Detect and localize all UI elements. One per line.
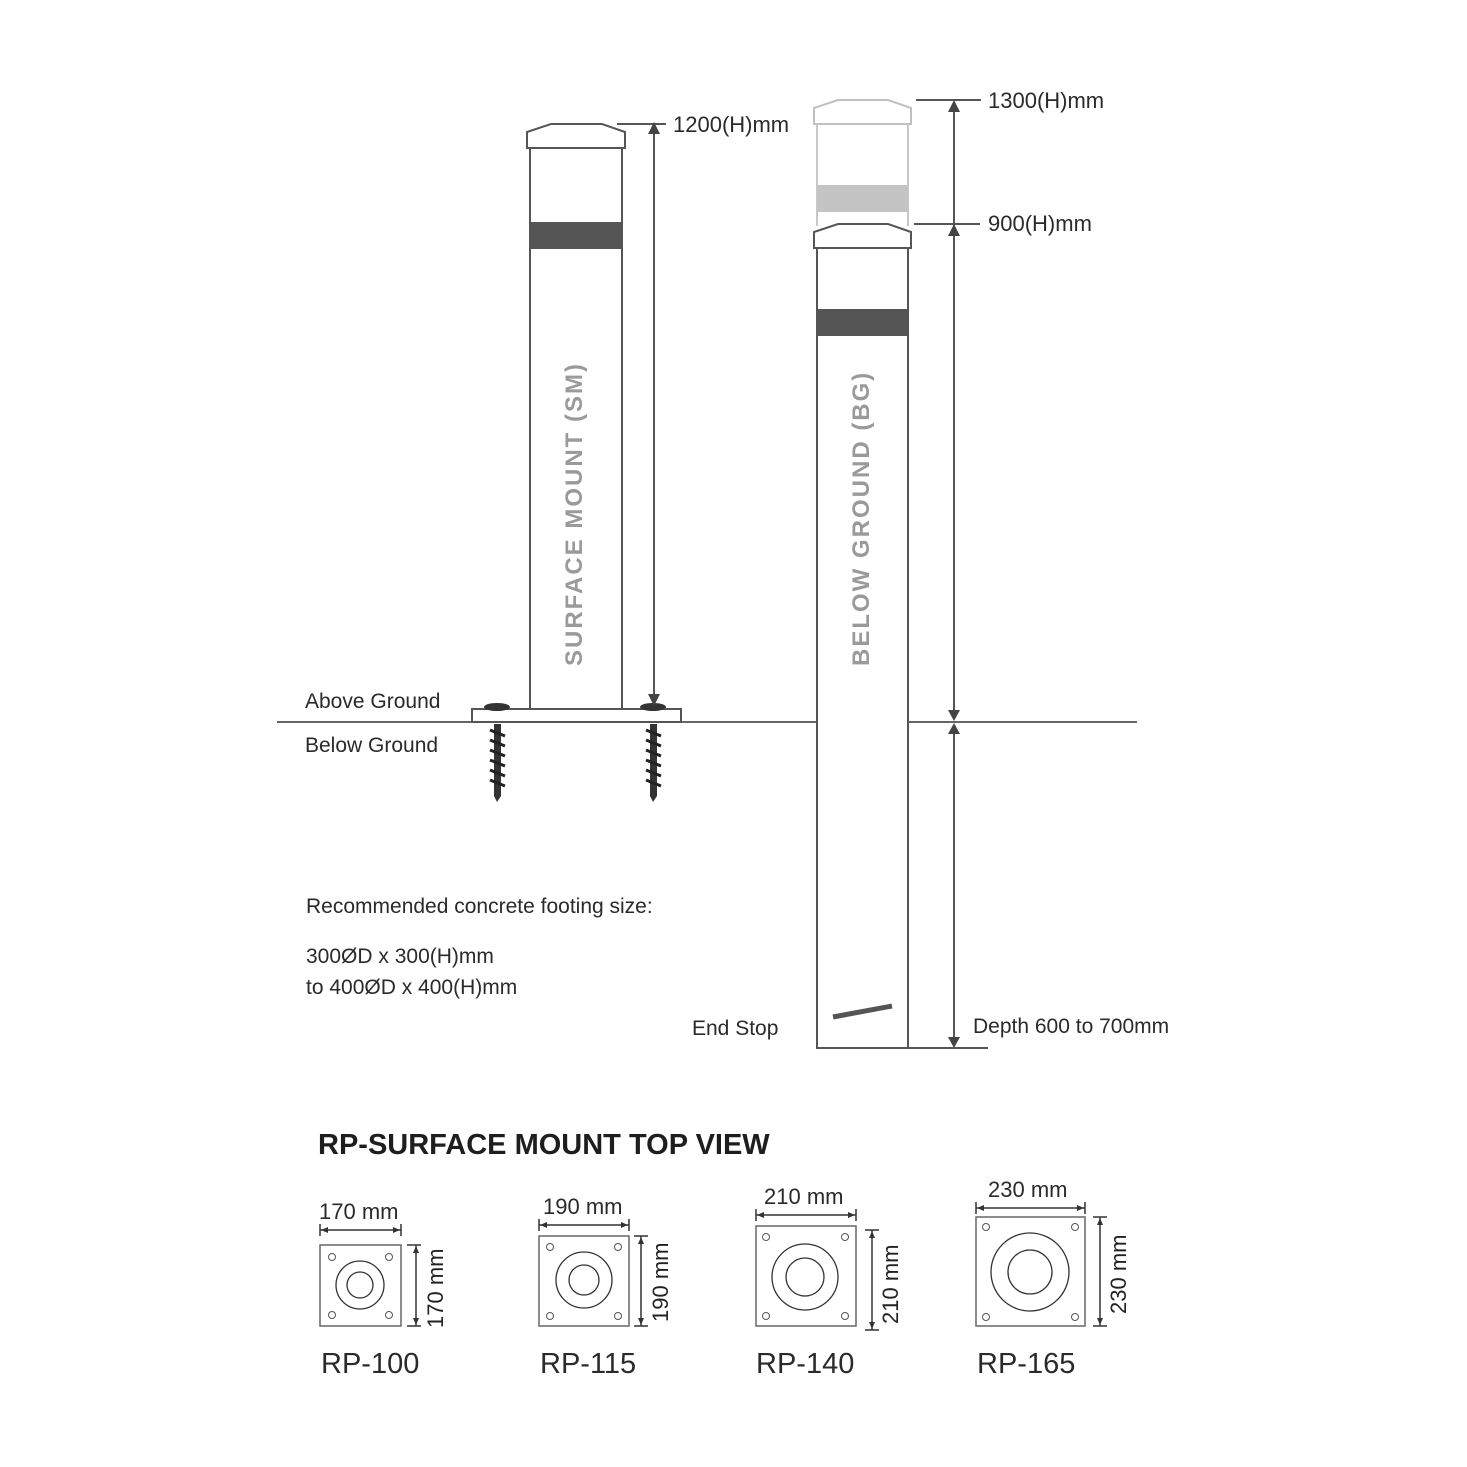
arrow-down-icon bbox=[648, 694, 660, 706]
top-view-title: RP-SURFACE MOUNT TOP VIEW bbox=[318, 1129, 770, 1161]
screw-anchor-icon bbox=[489, 724, 506, 802]
footing-line-2: to 400ØD x 400(H)mm bbox=[306, 976, 518, 999]
surface-mount-post bbox=[471, 122, 682, 802]
bg-height-short-label: 900(H)mm bbox=[988, 211, 1092, 236]
plate-model-label: RP-140 bbox=[756, 1348, 855, 1380]
plate-width-label: 210 mm bbox=[764, 1184, 844, 1209]
screw-anchor-icon bbox=[645, 724, 662, 802]
plate-rp-165 bbox=[975, 1202, 1107, 1327]
bolt-head-icon bbox=[484, 703, 510, 711]
sm-post-cap bbox=[526, 123, 626, 149]
plate-model-label: RP-100 bbox=[321, 1348, 420, 1380]
bg-reflective-band bbox=[817, 309, 908, 336]
arrow-down-icon bbox=[948, 1037, 960, 1048]
sm-reflective-band bbox=[530, 222, 622, 249]
bg-post-label: BELOW GROUND (BG) bbox=[848, 370, 875, 666]
footing-line-1: 300ØD x 300(H)mm bbox=[306, 945, 494, 968]
end-stop-bar bbox=[832, 1003, 893, 1020]
bg-ghost-band bbox=[817, 185, 908, 212]
bolt-head-icon bbox=[640, 703, 666, 711]
plate-model-label: RP-165 bbox=[977, 1348, 1076, 1380]
plate-height-label: 190 mm bbox=[648, 1242, 673, 1322]
end-stop-label: End Stop bbox=[692, 1017, 779, 1040]
arrow-down-icon bbox=[948, 710, 960, 721]
above-ground-label: Above Ground bbox=[305, 690, 441, 713]
arrow-up-icon bbox=[648, 122, 660, 134]
below-ground-post bbox=[813, 99, 988, 1049]
depth-label: Depth 600 to 700mm bbox=[973, 1015, 1170, 1038]
plate-rp-100 bbox=[319, 1224, 421, 1327]
below-ground-label: Below Ground bbox=[305, 734, 439, 757]
plate-height-label: 170 mm bbox=[423, 1248, 448, 1328]
sm-post-label: SURFACE MOUNT (SM) bbox=[561, 362, 588, 666]
bg-post-body bbox=[816, 247, 909, 1049]
footing-heading: Recommended concrete footing size: bbox=[306, 895, 653, 918]
plate-height-label: 230 mm bbox=[1106, 1234, 1131, 1314]
plate-rp-115 bbox=[538, 1219, 648, 1327]
plate-width-label: 190 mm bbox=[543, 1194, 623, 1219]
arrow-up-icon bbox=[948, 224, 960, 236]
arrow-up-icon bbox=[948, 100, 960, 112]
plate-width-label: 170 mm bbox=[319, 1199, 399, 1224]
bg-post-cap bbox=[813, 223, 912, 249]
sm-height-label: 1200(H)mm bbox=[673, 112, 790, 137]
bg-ghost-cap bbox=[813, 99, 912, 125]
plate-width-label: 230 mm bbox=[988, 1177, 1068, 1202]
plate-height-label: 210 mm bbox=[878, 1244, 903, 1324]
arrow-up-icon bbox=[948, 723, 960, 734]
plate-rp-140 bbox=[755, 1209, 879, 1331]
sm-base-plate bbox=[471, 708, 682, 723]
bg-height-tall-label: 1300(H)mm bbox=[988, 88, 1105, 113]
plate-model-label: RP-115 bbox=[540, 1348, 637, 1380]
